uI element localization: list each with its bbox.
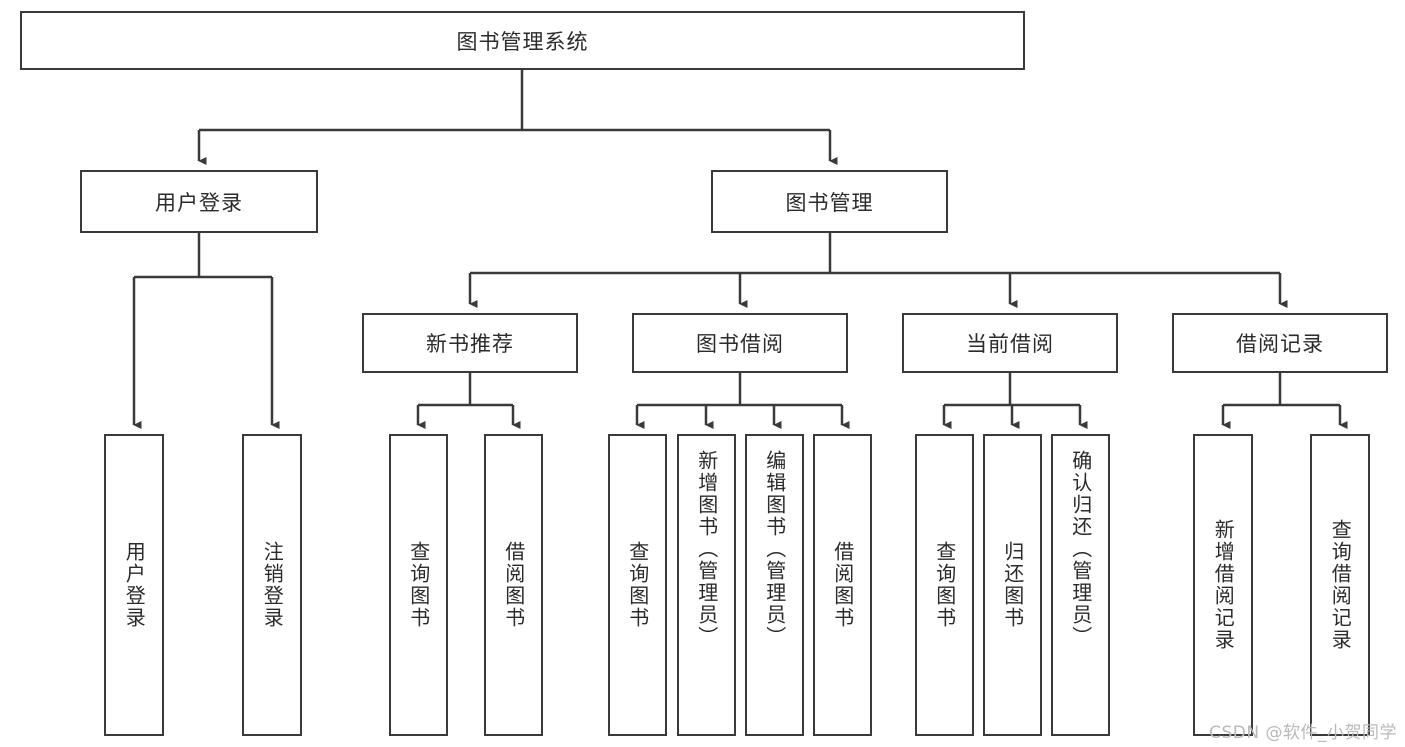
node-leaf-query-book-2[interactable]: 查询图书 <box>608 434 667 736</box>
node-leaf-add-book[interactable]: 新增图书（管理员） <box>677 434 736 736</box>
node-borrow-record[interactable]: 借阅记录 <box>1172 313 1388 373</box>
node-label: 借阅记录 <box>1236 332 1324 356</box>
node-leaf-borrow-book-2[interactable]: 借阅图书 <box>813 434 872 736</box>
node-leaf-query-book-1[interactable]: 查询图书 <box>389 434 448 736</box>
node-leaf-confirm-return[interactable]: 确认归还（管理员） <box>1051 434 1110 736</box>
node-label: 新增借阅记录 <box>1211 519 1236 651</box>
node-book-manage[interactable]: 图书管理 <box>711 170 948 233</box>
node-label: 用户登录 <box>122 541 147 629</box>
node-new-book-recommend[interactable]: 新书推荐 <box>362 313 578 373</box>
node-label: 查询借阅记录 <box>1328 519 1353 651</box>
node-label: 注销登录 <box>260 541 285 629</box>
node-leaf-edit-book[interactable]: 编辑图书（管理员） <box>745 434 804 736</box>
node-book-borrow[interactable]: 图书借阅 <box>632 313 848 373</box>
node-label: 查询图书 <box>932 541 957 629</box>
node-leaf-user-logout[interactable]: 注销登录 <box>242 434 302 736</box>
node-current-borrow[interactable]: 当前借阅 <box>902 313 1118 373</box>
node-label: 图书管理系统 <box>456 29 589 54</box>
node-label: 借阅图书 <box>501 541 526 629</box>
node-root-system[interactable]: 图书管理系统 <box>20 11 1025 70</box>
node-leaf-borrow-book-1[interactable]: 借阅图书 <box>484 434 543 736</box>
node-leaf-user-login[interactable]: 用户登录 <box>104 434 164 736</box>
node-label: 查询图书 <box>625 541 650 629</box>
node-label: 新书推荐 <box>426 332 514 356</box>
node-label: 当前借阅 <box>966 332 1054 356</box>
node-label: 图书借阅 <box>696 332 784 356</box>
node-leaf-return-book[interactable]: 归还图书 <box>983 434 1042 736</box>
node-user-login[interactable]: 用户登录 <box>80 170 318 233</box>
node-label: 用户登录 <box>155 190 243 215</box>
node-label: 归还图书 <box>1000 541 1025 629</box>
node-label: 借阅图书 <box>830 541 855 629</box>
node-label: 图书管理 <box>785 190 874 215</box>
node-label: 编辑图书（管理员） <box>762 450 787 648</box>
node-label: 确认归还（管理员） <box>1068 450 1093 648</box>
node-leaf-query-record[interactable]: 查询借阅记录 <box>1310 434 1370 736</box>
node-leaf-add-record[interactable]: 新增借阅记录 <box>1193 434 1253 736</box>
node-label: 查询图书 <box>406 541 431 629</box>
csdn-watermark: CSDN @软件_小贺同学 <box>1209 723 1397 743</box>
node-label: 新增图书（管理员） <box>694 450 719 648</box>
node-leaf-query-book-3[interactable]: 查询图书 <box>915 434 974 736</box>
